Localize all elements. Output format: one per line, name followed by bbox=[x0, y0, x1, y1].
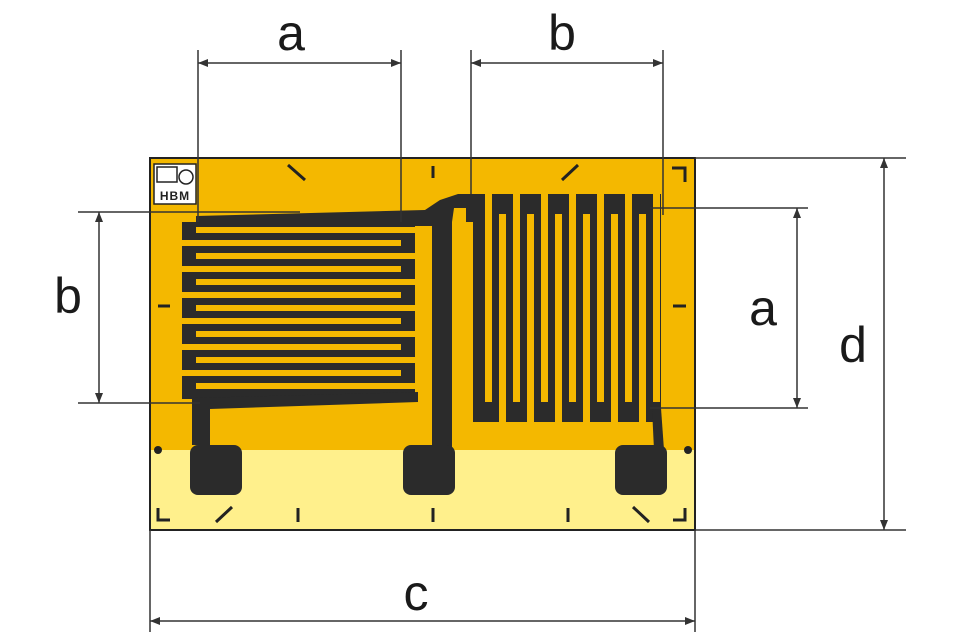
label-total-width: c bbox=[404, 565, 429, 621]
right-measuring-grid bbox=[473, 194, 661, 422]
label-grid2-width: b bbox=[548, 5, 576, 61]
label-grid2-height: a bbox=[749, 280, 777, 336]
solder-pad-right bbox=[615, 445, 667, 495]
dimension-lines bbox=[78, 50, 906, 632]
label-total-height: d bbox=[839, 317, 867, 373]
carrier-outline bbox=[149, 157, 696, 531]
solder-pads bbox=[190, 445, 667, 495]
solder-pad-left bbox=[190, 445, 242, 495]
hbm-logo: HBM bbox=[153, 163, 197, 205]
logo-text: HBM bbox=[160, 189, 190, 203]
left-measuring-grid bbox=[182, 222, 415, 399]
connection-leads bbox=[192, 194, 664, 450]
solder-pad-center bbox=[403, 445, 455, 495]
label-grid1-height: b bbox=[54, 268, 82, 324]
alignment-marks bbox=[156, 163, 687, 524]
label-grid1-width: a bbox=[277, 5, 305, 61]
